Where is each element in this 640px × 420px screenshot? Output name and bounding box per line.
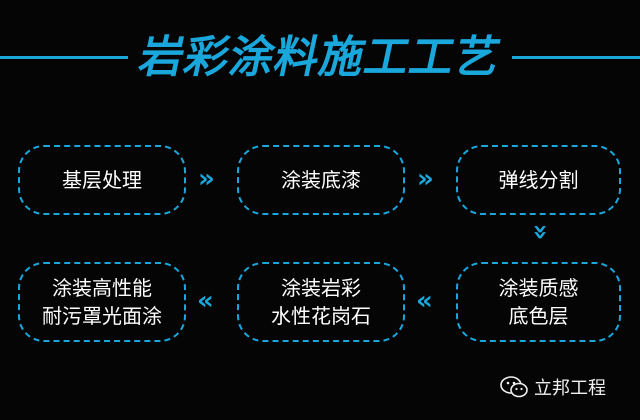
title-rule-left	[0, 56, 128, 59]
arrow-right-icon: »	[417, 164, 434, 194]
step-label: 涂装高性能 耐污罩光面涂	[42, 276, 162, 328]
step-label: 涂装岩彩 水性花岗石	[271, 276, 371, 328]
step-rock-color-coat: 涂装岩彩 水性花岗石	[237, 262, 405, 342]
wechat-icon	[500, 376, 528, 398]
watermark: 立邦工程	[500, 372, 606, 402]
step-label: 涂装底漆	[281, 168, 361, 192]
step-line-division: 弹线分割	[456, 145, 621, 215]
step-top-coat: 涂装高性能 耐污罩光面涂	[18, 262, 186, 342]
title-rule-right	[512, 56, 640, 59]
step-label: 涂装质感 底色层	[498, 276, 579, 328]
step-label: 弹线分割	[498, 168, 579, 192]
step-label: 基层处理	[62, 168, 142, 192]
page-title: 岩彩涂料施工工艺	[134, 32, 506, 83]
step-texture-base-coat: 涂装质感 底色层	[456, 262, 621, 342]
arrow-left-icon: «	[197, 286, 214, 316]
title-banner: 岩彩涂料施工工艺	[0, 0, 640, 110]
watermark-text: 立邦工程	[534, 378, 606, 399]
arrow-right-icon: »	[198, 164, 215, 194]
arrow-down-icon: »	[525, 223, 556, 241]
arrow-left-icon: «	[416, 286, 433, 316]
step-base-treatment: 基层处理	[18, 145, 186, 215]
step-primer: 涂装底漆	[237, 145, 405, 215]
